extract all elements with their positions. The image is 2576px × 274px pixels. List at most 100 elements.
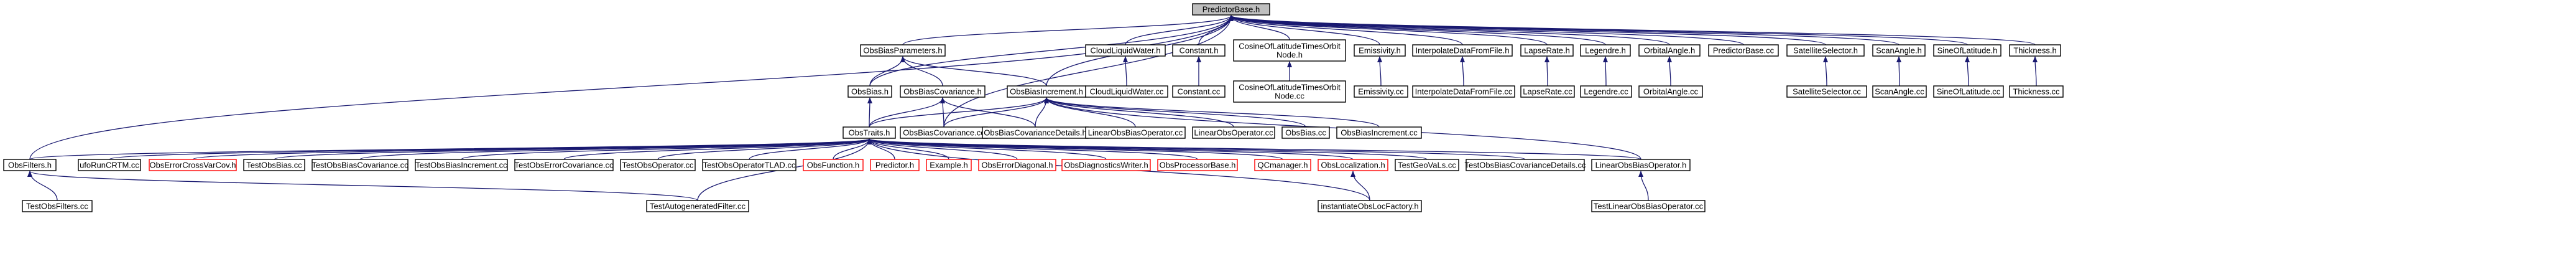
node-uforuncrtm-cc[interactable]: ufoRunCRTM.cc xyxy=(78,159,141,171)
node-testobsbiascovariance-cc[interactable]: TestObsBiasCovariance.cc xyxy=(312,159,409,171)
node-predictorbase-h[interactable]: PredictorBase.h xyxy=(1192,3,1270,16)
node-lapserate-cc[interactable]: LapseRate.cc xyxy=(1520,85,1575,98)
node-testobsfilters-cc[interactable]: TestObsFilters.cc xyxy=(22,200,93,212)
node-predictorbase-cc[interactable]: PredictorBase.cc xyxy=(1708,44,1779,57)
node-constant-cc[interactable]: Constant.cc xyxy=(1172,85,1226,98)
node-obsbiascovariance-cc[interactable]: ObsBiasCovariance.cc xyxy=(900,126,988,139)
node-obstraits-h[interactable]: ObsTraits.h xyxy=(843,126,896,139)
node-box xyxy=(1591,159,1691,171)
node-box xyxy=(1933,85,2004,98)
node-obsbiascovariance-h[interactable]: ObsBiasCovariance.h xyxy=(900,85,986,98)
node-qcmanager-h[interactable]: QCmanager.h xyxy=(1254,159,1311,171)
node-linearobsoperator-cc[interactable]: LinearObsOperator.cc xyxy=(1192,126,1275,139)
node-obsfilters-h[interactable]: ObsFilters.h xyxy=(3,159,57,171)
node-testobsbias-cc[interactable]: TestObsBias.cc xyxy=(243,159,305,171)
edge-emissivity-h-to-predictorbase-h xyxy=(1229,15,1380,45)
node-label: LinearObsBiasOperator.cc xyxy=(1088,128,1183,138)
edge-obsbiascovariance-cc-to-obsbiasincrement-h xyxy=(943,97,1049,128)
node-emissivity-h[interactable]: Emissivity.h xyxy=(1354,44,1406,57)
node-box xyxy=(702,159,796,171)
node-label: ObsErrorCrossVarCov.h xyxy=(150,161,236,170)
node-instantiateobslocfactory-h[interactable]: instantiateObsLocFactory.h xyxy=(1318,200,1422,212)
node-obslocalization-h[interactable]: ObsLocalization.h xyxy=(1318,159,1388,171)
node-testgeovals-cc[interactable]: TestGeoVaLs.cc xyxy=(1395,159,1459,171)
node-legendre-cc[interactable]: Legendre.cc xyxy=(1580,85,1632,98)
node-box xyxy=(1254,159,1311,171)
node-interpolatedatafromfile-cc[interactable]: InterpolateDataFromFile.cc xyxy=(1412,85,1515,98)
node-thickness-h[interactable]: Thickness.h xyxy=(2009,44,2061,57)
node-box xyxy=(149,159,237,171)
node-label: TestObsBiasIncrement.cc xyxy=(415,161,507,170)
node-obserrordiagonal-h[interactable]: ObsErrorDiagonal.h xyxy=(978,159,1056,171)
node-obsbiasincrement-h[interactable]: ObsBiasIncrement.h xyxy=(1007,85,1086,98)
node-linearobsbiasoperator-h[interactable]: LinearObsBiasOperator.h xyxy=(1591,159,1691,171)
node-box xyxy=(1395,159,1459,171)
node-box xyxy=(3,159,57,171)
node-sineoflatitude-h[interactable]: SineOfLatitude.h xyxy=(1933,44,2001,57)
node-constant-h[interactable]: Constant.h xyxy=(1172,44,1226,57)
edge-testobsbiascovariance-cc-to-obstraits-h xyxy=(359,138,872,160)
node-box xyxy=(843,126,896,139)
node-obserrorcrossvarcov-h[interactable]: ObsErrorCrossVarCov.h xyxy=(149,159,237,171)
node-obsfunction-h[interactable]: ObsFunction.h xyxy=(803,159,864,171)
node-orbitalangle-cc[interactable]: OrbitalAngle.cc xyxy=(1638,85,1703,98)
node-label: QCmanager.h xyxy=(1258,161,1308,170)
node-obsbias-cc[interactable]: ObsBias.cc xyxy=(1281,126,1330,139)
node-obsbiasparameters-h[interactable]: ObsBiasParameters.h xyxy=(860,44,946,57)
node-lapserate-h[interactable]: LapseRate.h xyxy=(1520,44,1574,57)
node-cloudliquidwater-cc[interactable]: CloudLiquidWater.cc xyxy=(1085,85,1168,98)
node-linearobsbiasoperator-cc[interactable]: LinearObsBiasOperator.cc xyxy=(1085,126,1186,139)
node-thickness-cc[interactable]: Thickness.cc xyxy=(2009,85,2064,98)
node-scanangle-h[interactable]: ScanAngle.h xyxy=(1872,44,1926,57)
node-label: Example.h xyxy=(930,161,967,170)
node-satelliteselector-cc[interactable]: SatelliteSelector.cc xyxy=(1786,85,1867,98)
node-label: CloudLiquidWater.cc xyxy=(1090,87,1164,97)
node-box xyxy=(2009,44,2061,57)
node-example-h[interactable]: Example.h xyxy=(926,159,972,171)
node-label: Legendre.h xyxy=(1585,46,1626,55)
node-testlinearobsbiasoperator-cc[interactable]: TestLinearObsBiasOperator.cc xyxy=(1591,200,1706,212)
node-box xyxy=(1007,85,1086,98)
edge-obserrordiagonal-h-to-obstraits-h xyxy=(867,138,1018,160)
node-testobsoperator-cc[interactable]: TestObsOperator.cc xyxy=(620,159,696,171)
node-obsbias-h[interactable]: ObsBias.h xyxy=(847,85,892,98)
node-box xyxy=(978,159,1056,171)
node-orbitalangle-h[interactable]: OrbitalAngle.h xyxy=(1638,44,1701,57)
edge-obsfilters-h-to-predictorbase-h xyxy=(29,15,1234,160)
edge-predictorbase-cc-to-predictorbase-h xyxy=(1229,15,1744,45)
node-box xyxy=(1580,44,1631,57)
edge-testobsbiasincrement-cc-to-obstraits-h xyxy=(461,138,872,160)
edge-interpolatedatafromfile-cc-to-interpolatedatafromfile-h xyxy=(1460,56,1466,87)
edge-orbitalangle-cc-to-orbitalangle-h xyxy=(1667,56,1673,87)
node-label: ObsBias.h xyxy=(851,87,889,97)
node-predictor-h[interactable]: Predictor.h xyxy=(870,159,920,171)
node-label: TestGeoVaLs.cc xyxy=(1398,161,1456,170)
edge-obstraits-h-to-obsbias-h xyxy=(867,97,872,128)
node-scanangle-cc[interactable]: ScanAngle.cc xyxy=(1872,85,1927,98)
node-obsprocessorbase-h[interactable]: ObsProcessorBase.h xyxy=(1157,159,1238,171)
node-box xyxy=(1520,44,1574,57)
node-box xyxy=(1786,85,1867,98)
node-cloudliquidwater-h[interactable]: CloudLiquidWater.h xyxy=(1085,44,1166,57)
node-label: Predictor.h xyxy=(875,161,914,170)
node-emissivity-cc[interactable]: Emissivity.cc xyxy=(1354,85,1408,98)
node-testobsoperatortlad-cc[interactable]: TestObsOperatorTLAD.cc xyxy=(702,159,796,171)
edge-testautogeneratedfilter-cc-to-obsfilters-h xyxy=(27,171,698,201)
edge-cloudliquidwater-cc-to-cloudliquidwater-h xyxy=(1123,56,1129,87)
node-satelliteselector-h[interactable]: SatelliteSelector.h xyxy=(1786,44,1865,57)
node-testobserrorcovariance-cc[interactable]: TestObsErrorCovariance.cc xyxy=(514,159,614,171)
edge-legendre-cc-to-legendre-h xyxy=(1603,56,1609,87)
node-interpolatedatafromfile-h[interactable]: InterpolateDataFromFile.h xyxy=(1412,44,1513,57)
node-testobsbiascovariancedetails-cc[interactable]: TestObsBiasCovarianceDetails.cc xyxy=(1464,159,1586,171)
node-legendre-h[interactable]: Legendre.h xyxy=(1580,44,1631,57)
node-obsbiasincrement-cc[interactable]: ObsBiasIncrement.cc xyxy=(1336,126,1422,139)
edge-interpolatedatafromfile-h-to-predictorbase-h xyxy=(1229,15,1463,45)
node-testautogeneratedfilter-cc[interactable]: TestAutogeneratedFilter.cc xyxy=(646,200,749,212)
node-obsdiagnosticswriter-h[interactable]: ObsDiagnosticsWriter.h xyxy=(1061,159,1151,171)
node-obsbiascovariancedetails-h[interactable]: ObsBiasCovarianceDetails.h xyxy=(982,126,1089,139)
node-sineoflatitude-cc[interactable]: SineOfLatitude.cc xyxy=(1933,85,2004,98)
node-testobsbiasincrement-cc[interactable]: TestObsBiasIncrement.cc xyxy=(415,159,508,171)
